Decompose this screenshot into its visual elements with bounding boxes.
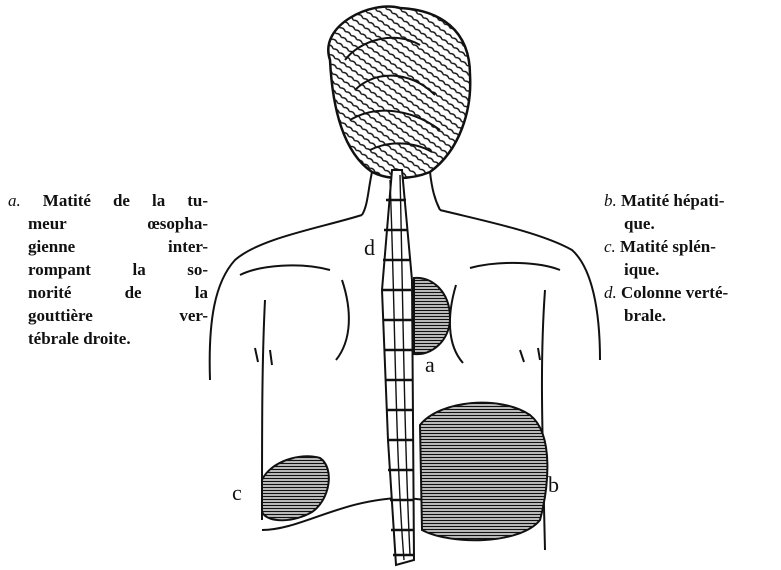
caption-left-line-3: gienne inter- [8, 235, 208, 258]
caption-left-line-6: gouttière ver- [8, 304, 208, 327]
zone-c-splenic [262, 456, 329, 520]
label-b: b [548, 472, 559, 497]
caption-item-c: c. Matité splén- ique. [604, 235, 779, 281]
caption-c-line-1: Matité splén- [620, 237, 716, 256]
caption-d-line-2: brale. [604, 304, 779, 327]
caption-left-line-2: meur œsopha- [8, 212, 208, 235]
caption-b-line-1: Matité hépati- [621, 191, 724, 210]
label-a: a [425, 352, 435, 377]
caption-d-line-1: Colonne verté- [621, 283, 728, 302]
caption-left-line-5: norité de la [8, 281, 208, 304]
caption-letter-b: b. [604, 191, 617, 210]
caption-left-text: Matité de la tu- [43, 191, 208, 210]
caption-c-line-2: ique. [604, 258, 779, 281]
caption-item-b: b. Matité hépati- que. [604, 189, 779, 235]
caption-left-line-1: a. Matité de la tu- [8, 189, 208, 212]
caption-b-line-2: que. [604, 212, 779, 235]
label-c: c [232, 480, 242, 505]
label-d: d [364, 235, 375, 260]
caption-item-d: d. Colonne verté- brale. [604, 281, 779, 327]
spine-column [382, 170, 414, 565]
caption-left: a. Matité de la tu- meur œsopha- gienne … [8, 189, 208, 350]
caption-right: b. Matité hépati- que. c. Matité splén- … [604, 189, 779, 327]
zone-b-hepatic [420, 403, 547, 541]
caption-letter-c: c. [604, 237, 616, 256]
head-hair [328, 7, 470, 178]
caption-left-line-7: tébrale droite. [8, 327, 208, 350]
zone-a-oesophageal-tumour [414, 278, 450, 354]
caption-letter-d: d. [604, 283, 617, 302]
caption-letter-a: a. [8, 191, 21, 210]
caption-left-line-4: rompant la so- [8, 258, 208, 281]
